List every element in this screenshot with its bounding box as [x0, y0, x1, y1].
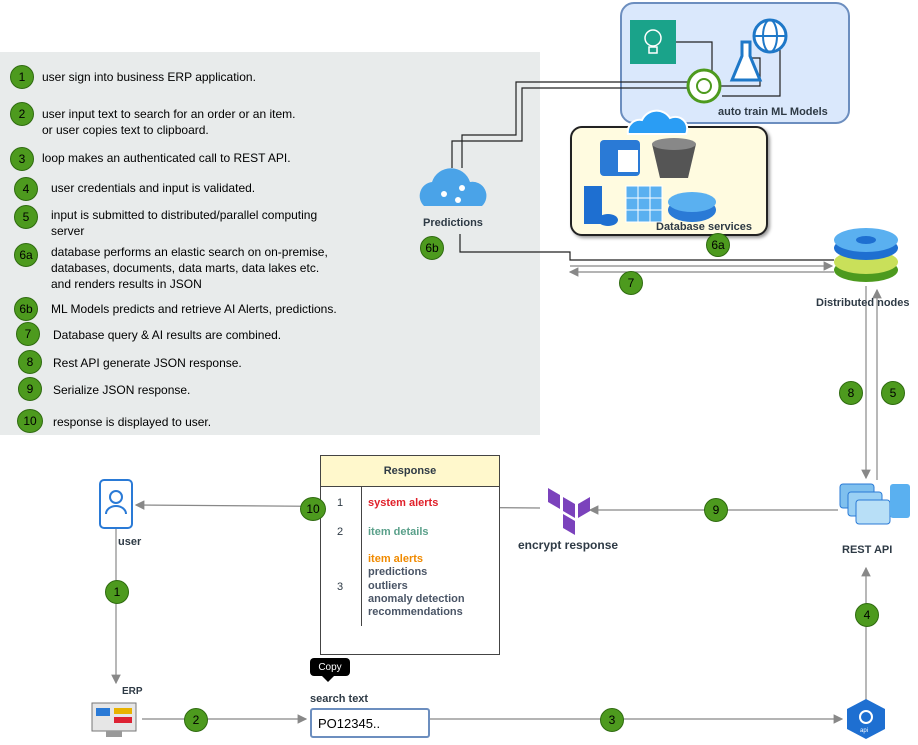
response-divider	[361, 486, 362, 626]
legend-step-4: user credentials and input is validated.	[51, 181, 256, 195]
legend-step-1: user sign into business ERP application.	[42, 70, 256, 84]
legend-badge-9: 9	[18, 377, 42, 401]
response-row-3-outliers: outliers	[368, 580, 408, 592]
copy-button[interactable]: Copy	[310, 658, 350, 676]
rest-api-icon	[839, 483, 910, 525]
legend-badge-6a: 6a	[14, 243, 38, 267]
flow-badge-2: 2	[184, 708, 208, 732]
db-bucket-icon	[652, 138, 696, 178]
ml-models-label: auto train ML Models	[718, 106, 828, 118]
legend-step-10: response is displayed to user.	[53, 415, 212, 429]
flow-badge-6a: 6a	[706, 233, 730, 257]
api-icon	[847, 699, 885, 739]
flow-badge-6b: 6b	[420, 236, 444, 260]
db-storage-icon	[600, 140, 640, 176]
ml-flask-globe-icon	[729, 18, 788, 82]
legend-badge-3: 3	[10, 147, 34, 171]
legend-badge-5: 5	[14, 205, 38, 229]
response-row-3-num: 3	[337, 581, 344, 593]
response-row-2-text: item details	[368, 526, 429, 538]
predictions-icon	[419, 168, 487, 206]
search-text-label: search text	[310, 693, 369, 705]
legend-badge-1: 1	[10, 65, 34, 89]
ml-code-icon	[630, 20, 676, 64]
response-row-1-num: 1	[337, 497, 344, 509]
legend-badge-8: 8	[18, 350, 42, 374]
legend-badge-7: 7	[16, 322, 40, 346]
legend-step-6b: ML Models predicts and retrieve AI Alert…	[51, 302, 337, 316]
copy-tooltip-arrow	[322, 676, 334, 682]
response-row-1-text: system alerts	[368, 497, 439, 509]
legend-badge-2: 2	[10, 102, 34, 126]
legend-step-2: user input text to search for an order o…	[42, 107, 296, 137]
predictions-connector	[459, 234, 834, 261]
erp-label: ERP	[122, 686, 143, 697]
ml-brain-icon	[686, 68, 722, 104]
flow-badge-3: 3	[600, 708, 624, 732]
legend-step-3: loop makes an authenticated call to REST…	[42, 151, 291, 165]
distributed-nodes-icon	[834, 228, 898, 282]
legend-step-7: Database query & AI results are combined…	[53, 328, 282, 342]
response-card: Response 1 system alerts 2 item details …	[320, 455, 500, 655]
response-title: Response	[321, 456, 499, 487]
database-services-label: Database services	[656, 221, 753, 233]
legend-badge-6b: 6b	[14, 297, 38, 321]
encrypt-response-label: encrypt response	[518, 538, 619, 552]
user-icon	[99, 479, 133, 529]
response-row-3-item-alerts: item alerts	[368, 553, 424, 565]
user-label: user	[118, 536, 142, 548]
legend-badge-10: 10	[17, 409, 43, 433]
response-row-3-anomaly: anomaly detection	[368, 593, 465, 605]
legend-step-6a: database performs an elastic search on o…	[51, 245, 328, 291]
legend-panel	[0, 52, 540, 435]
erp-icon	[91, 702, 137, 737]
distributed-nodes-label: Distributed nodes	[816, 297, 910, 309]
encrypt-icon	[548, 488, 590, 535]
flow-badge-1: 1	[105, 580, 129, 604]
flow-badge-5: 5	[881, 381, 905, 405]
flow-badge-10: 10	[300, 497, 326, 521]
response-row-3-predictions: predictions	[368, 566, 428, 578]
rest-api-label: REST API	[842, 544, 893, 556]
db-cloud-icon	[626, 109, 689, 135]
db-disk-icon	[668, 192, 716, 222]
api-icon-label: api	[860, 728, 869, 734]
flow-badge-4: 4	[855, 603, 879, 627]
legend-badge-4: 4	[14, 177, 38, 201]
distributed-rest-connectors	[861, 286, 882, 480]
search-input[interactable]: PO12345..	[310, 708, 430, 738]
flow-badge-8: 8	[839, 381, 863, 405]
flow-badge-7: 7	[619, 271, 643, 295]
response-row-3-recommendations: recommendations	[368, 606, 463, 618]
legend-step-5: input is submitted to distributed/parall…	[51, 208, 318, 238]
response-row-2-num: 2	[337, 526, 344, 538]
predictions-label: Predictions	[423, 217, 483, 229]
legend-step-9: Serialize JSON response.	[53, 383, 191, 397]
db-cube-icon	[625, 185, 663, 223]
db-connector	[568, 261, 834, 277]
flow-badge-9: 9	[704, 498, 728, 522]
db-server-icon	[584, 186, 618, 226]
legend-step-8: Rest API generate JSON response.	[53, 356, 242, 370]
